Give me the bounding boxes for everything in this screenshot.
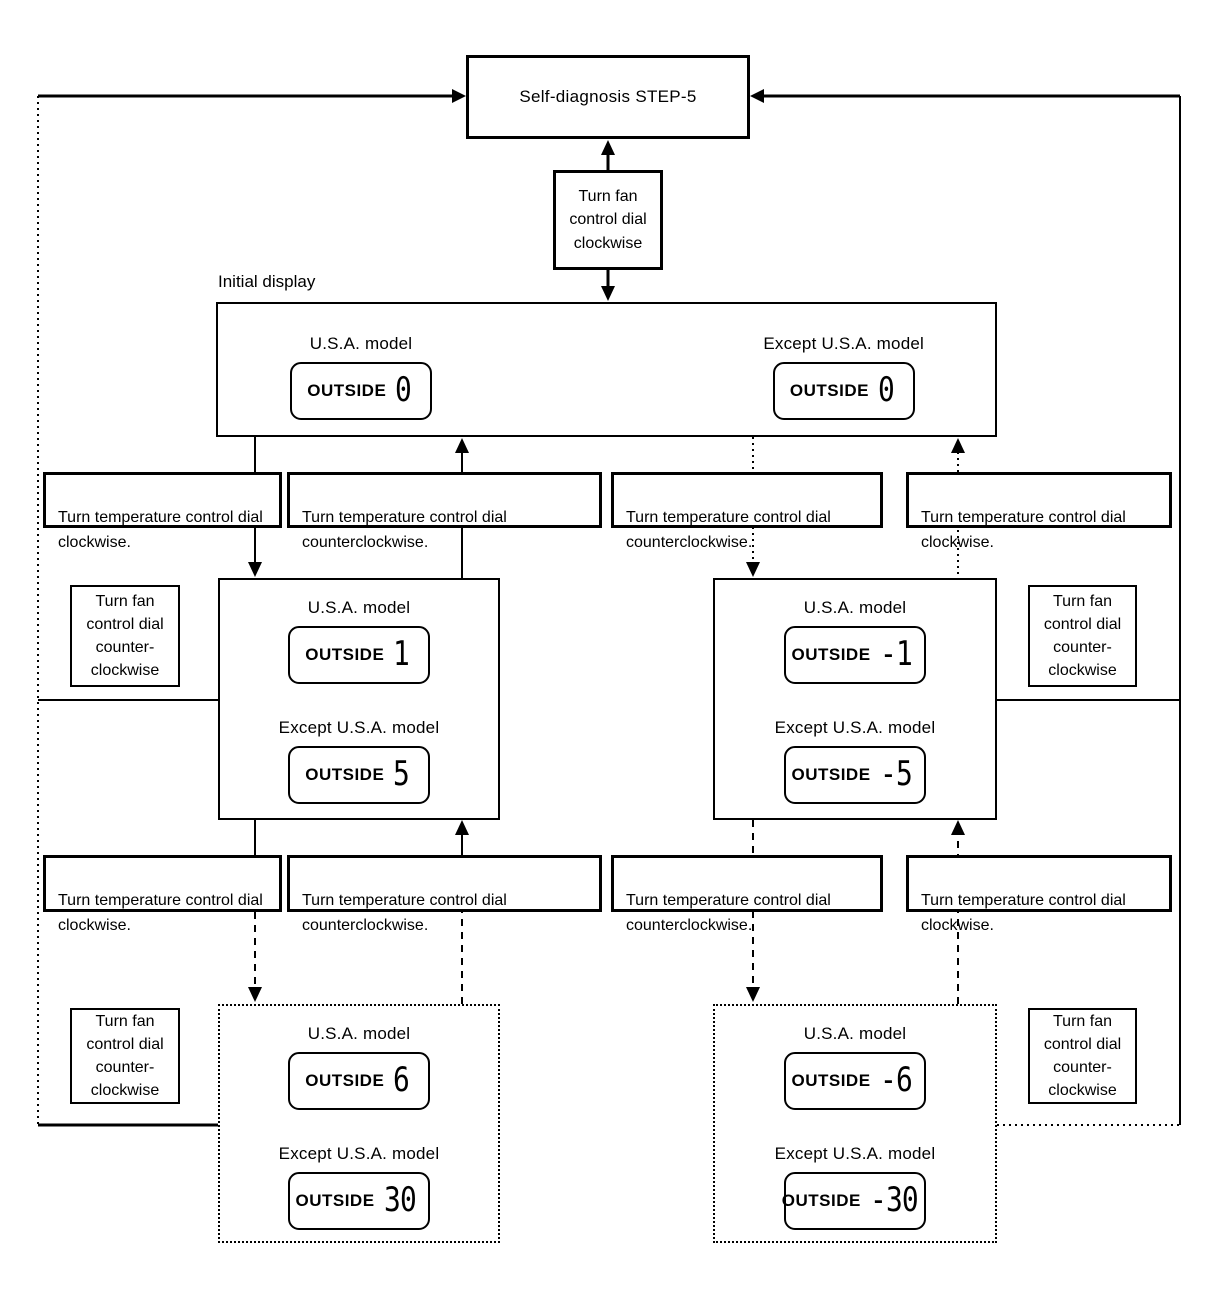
except-usa-model-label: Except U.S.A. model	[774, 718, 936, 737]
temp-dial-ccw-label: Turn temperature control dial counterclo…	[302, 891, 507, 934]
lcd-value: -30	[869, 1180, 919, 1220]
bottom-left-usa-group: U.S.A. model OUTSIDE 6	[220, 1024, 498, 1110]
initial-display-panel: U.S.A. model OUTSIDE 0 Except U.S.A. mod…	[216, 302, 997, 437]
self-diagnosis-step-label: Self-diagnosis STEP-5	[519, 87, 697, 106]
lcd-outside-label: OUTSIDE	[305, 1071, 385, 1090]
arrow-up-into-title	[601, 140, 615, 155]
temp-dial-cw-label: Turn temperature control dial clockwise.	[921, 891, 1126, 934]
arrow-up-into-midright	[951, 820, 965, 835]
temp-dial-ccw-label: Turn temperature control dial counterclo…	[302, 508, 507, 551]
temp-dial-cw-label: Turn temperature control dial clockwise.	[58, 891, 263, 934]
except-usa-model-label: Except U.S.A. model	[774, 1144, 936, 1163]
temp-dial-ccw-box-row2-right: Turn temperature control dial counterclo…	[611, 855, 883, 934]
arrow-down-into-midright	[746, 562, 760, 577]
mid-left-usa-group: U.S.A. model OUTSIDE 1	[220, 598, 498, 684]
self-diagnosis-step-box: Self-diagnosis STEP-5	[466, 55, 750, 139]
lcd-display: OUTSIDE -30	[781, 1172, 926, 1230]
bottom-right-panel: U.S.A. model OUTSIDE -6 Except U.S.A. mo…	[713, 1004, 997, 1243]
lcd-display: OUTSIDE 0	[290, 362, 432, 420]
lcd-value: -5	[879, 754, 913, 794]
lcd-value: 30	[383, 1180, 417, 1220]
mid-left-panel: U.S.A. model OUTSIDE 1 Except U.S.A. mod…	[218, 578, 500, 820]
temp-dial-ccw-box-row2-left: Turn temperature control dial counterclo…	[287, 855, 602, 934]
lcd-display: OUTSIDE 30	[288, 1172, 430, 1230]
except-usa-model-label: Except U.S.A. model	[763, 334, 924, 353]
temp-dial-cw-box-row1-right: Turn temperature control dial clockwise.	[906, 472, 1172, 551]
lcd-outside-label: OUTSIDE	[789, 381, 869, 400]
except-usa-model-label: Except U.S.A. model	[278, 1144, 440, 1163]
lcd-value: 1	[393, 634, 410, 674]
temp-dial-ccw-box-row1-right: Turn temperature control dial counterclo…	[611, 472, 883, 551]
lcd-outside-label: OUTSIDE	[307, 381, 387, 400]
bottom-left-except-group: Except U.S.A. model OUTSIDE 30	[220, 1144, 498, 1230]
temp-dial-ccw-label: Turn temperature control dial counterclo…	[626, 508, 831, 551]
lcd-value: 0	[877, 370, 895, 410]
mid-right-panel: U.S.A. model OUTSIDE -1 Except U.S.A. mo…	[713, 578, 997, 820]
usa-model-label: U.S.A. model	[803, 1024, 907, 1043]
mid-left-except-group: Except U.S.A. model OUTSIDE 5	[220, 718, 498, 804]
fan-dial-ccw-label: Turn fan control dial counter- clockwise	[1043, 592, 1122, 680]
fan-dial-ccw-label: Turn fan control dial counter- clockwise	[1043, 1012, 1122, 1100]
arrow-into-title-right	[750, 89, 764, 103]
lcd-value: -1	[879, 634, 913, 674]
fan-dial-ccw-label: Turn fan control dial counter- clockwise	[86, 592, 164, 680]
usa-model-label: U.S.A. model	[309, 334, 413, 353]
lcd-outside-label: OUTSIDE	[791, 1071, 871, 1090]
arrow-down-into-bottomleft	[248, 987, 262, 1002]
lcd-display: OUTSIDE 6	[288, 1052, 430, 1110]
lcd-outside-label: OUTSIDE	[791, 645, 871, 664]
lcd-outside-label: OUTSIDE	[305, 645, 385, 664]
temp-dial-cw-box-row2-right: Turn temperature control dial clockwise.	[906, 855, 1172, 934]
usa-model-label: U.S.A. model	[803, 598, 907, 617]
temp-dial-cw-label: Turn temperature control dial clockwise.	[921, 508, 1126, 551]
lcd-display: OUTSIDE 1	[288, 626, 430, 684]
lcd-display: OUTSIDE -5	[784, 746, 926, 804]
initial-display-caption: Initial display	[218, 272, 316, 291]
except-usa-model-label: Except U.S.A. model	[278, 718, 440, 737]
temp-dial-cw-box-row1-left: Turn temperature control dial clockwise.	[43, 472, 282, 551]
mid-right-usa-group: U.S.A. model OUTSIDE -1	[715, 598, 995, 684]
lcd-outside-label: OUTSIDE	[295, 1191, 375, 1210]
fan-dial-ccw-box-mid-left: Turn fan control dial counter- clockwise	[70, 585, 180, 687]
fan-dial-ccw-box-mid-right: Turn fan control dial counter- clockwise	[1028, 585, 1137, 687]
fan-dial-ccw-label: Turn fan control dial counter- clockwise	[86, 1012, 164, 1100]
initial-except-usa-group: Except U.S.A. model OUTSIDE 0	[763, 334, 924, 420]
arrow-up-into-midleft	[455, 820, 469, 835]
bottom-right-except-group: Except U.S.A. model OUTSIDE -30	[715, 1144, 995, 1230]
fan-dial-cw-action-box: Turn fan control dial clockwise	[553, 170, 663, 270]
arrow-up-into-initial-right	[951, 438, 965, 453]
lcd-display: OUTSIDE -6	[784, 1052, 926, 1110]
lcd-value: 6	[393, 1060, 410, 1100]
usa-model-label: U.S.A. model	[307, 598, 411, 617]
temp-dial-ccw-label: Turn temperature control dial counterclo…	[626, 891, 831, 934]
lcd-display: OUTSIDE -1	[784, 626, 926, 684]
lcd-value: 5	[393, 754, 410, 794]
initial-usa-group: U.S.A. model OUTSIDE 0	[290, 334, 432, 420]
arrow-down-into-midleft	[248, 562, 262, 577]
arrow-up-into-initial-left	[455, 438, 469, 453]
fan-dial-ccw-box-bottom-right: Turn fan control dial counter- clockwise	[1028, 1008, 1137, 1104]
temp-dial-ccw-box-row1-left: Turn temperature control dial counterclo…	[287, 472, 602, 551]
arrowheads	[248, 89, 965, 1002]
temp-dial-cw-box-row2-left: Turn temperature control dial clockwise.	[43, 855, 282, 934]
lcd-value: -6	[879, 1060, 913, 1100]
lcd-outside-label: OUTSIDE	[781, 1191, 861, 1210]
fan-dial-cw-action-label: Turn fan control dial clockwise	[569, 188, 647, 252]
arrow-down-into-bottomright	[746, 987, 760, 1002]
fan-dial-ccw-box-bottom-left: Turn fan control dial counter- clockwise	[70, 1008, 180, 1104]
lcd-outside-label: OUTSIDE	[791, 765, 871, 784]
temp-dial-cw-label: Turn temperature control dial clockwise.	[58, 508, 263, 551]
arrow-down-into-initial	[601, 286, 615, 301]
usa-model-label: U.S.A. model	[307, 1024, 411, 1043]
lcd-display: OUTSIDE 5	[288, 746, 430, 804]
arrow-into-title-left	[452, 89, 466, 103]
mid-right-except-group: Except U.S.A. model OUTSIDE -5	[715, 718, 995, 804]
bottom-left-panel: U.S.A. model OUTSIDE 6 Except U.S.A. mod…	[218, 1004, 500, 1243]
lcd-display: OUTSIDE 0	[772, 362, 915, 420]
lcd-value: 0	[395, 370, 412, 410]
bottom-right-usa-group: U.S.A. model OUTSIDE -6	[715, 1024, 995, 1110]
lcd-outside-label: OUTSIDE	[305, 765, 385, 784]
